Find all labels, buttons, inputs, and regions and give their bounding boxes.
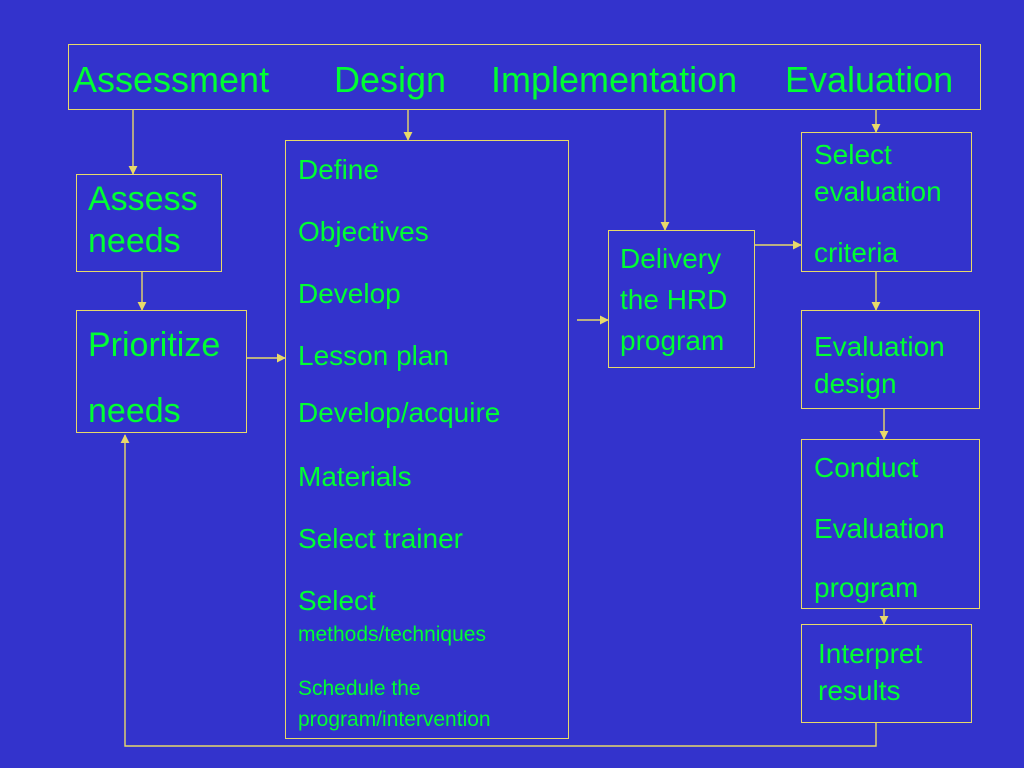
design-item-lesson-plan: Lesson plan [298,340,450,371]
evaluation-design-line1: Evaluation [814,331,945,362]
phase-evaluation: Evaluation [785,59,954,100]
design-tasks-box: Define Objectives Develop Lesson plan De… [285,140,569,739]
design-item-develop-acquire: Develop/acquire [298,397,501,428]
design-item-select-trainer: Select trainer [298,523,463,554]
assess-needs-line1: Assess [88,180,198,218]
phase-design: Design [334,59,447,100]
design-item-objectives: Objectives [298,216,429,247]
interpret-line2: results [818,675,901,706]
design-item-materials: Materials [298,461,412,492]
phase-implementation: Implementation [491,59,738,100]
design-item-schedule: Schedule the [298,677,421,700]
conduct-line2: Evaluation [814,513,945,544]
design-item-develop: Develop [298,278,401,309]
phase-assessment: Assessment [73,59,270,100]
evaluation-design-line2: design [814,368,897,399]
interpret-results-box: Interpret results [801,624,972,723]
feedback-loop-arrow [120,434,877,747]
delivery-line1: Delivery [620,243,722,274]
evaluation-design-box: Evaluation design [801,310,980,409]
interpret-line1: Interpret [818,638,923,669]
conduct-evaluation-box: Conduct Evaluation program [801,439,980,609]
conduct-line3: program [814,572,919,603]
select-criteria-box: Select evaluation criteria [801,132,972,272]
prioritize-needs-line2: needs [88,392,181,430]
design-item-methods-techniques: methods/techniques [298,623,486,646]
select-criteria-line1: Select [814,139,892,170]
delivery-line2: the HRD [620,284,728,315]
assess-needs-box: Assess needs [76,174,222,272]
prioritize-needs-line1: Prioritize [88,326,221,364]
design-item-define: Define [298,154,379,185]
select-criteria-line3: criteria [814,237,899,268]
design-item-select: Select [298,585,376,616]
assess-needs-line2: needs [88,222,181,260]
conduct-line1: Conduct [814,452,919,483]
select-criteria-line2: evaluation [814,176,942,207]
delivery-line3: program [620,325,725,356]
delivery-box: Delivery the HRD program [608,230,755,368]
design-item-program-intervention: program/intervention [298,708,491,731]
phase-header-box: Assessment Design Implementation Evaluat… [68,44,981,110]
prioritize-needs-box: Prioritize needs [76,310,247,433]
